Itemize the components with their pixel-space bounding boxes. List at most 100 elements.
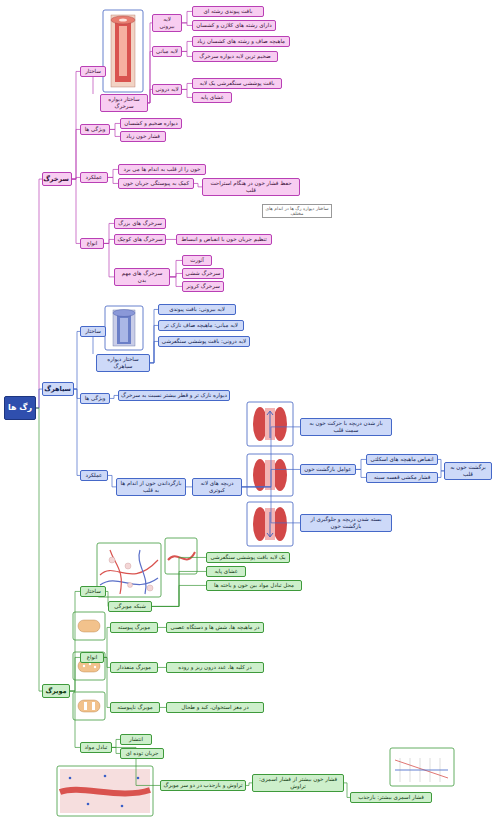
topic-box: در کلیه ها، غدد درون ریز و روده [166,662,264,673]
topic-box: ساختار [80,66,106,77]
node-text: تنظیم جریان خون با انقباض و انبساط [179,236,269,243]
node-text: لایه درونی [155,86,179,93]
connector-line [110,123,120,129]
connector-line [36,179,42,408]
node-text: در ماهیچه ها، شش ها و دستگاه عصبی [169,624,261,631]
node-text: عوامل بازگشت خون [303,466,353,473]
connector-line [70,591,80,691]
topic-box: باز شدن دریچه با حرکت خون به سمت قلب [300,418,392,436]
topic-box: ساختار دیواره سرخرگ [100,94,148,112]
topic-box: لایه درونی: بافت پوششی سنگفرشی [158,336,250,347]
node-text: مویرگ پیوسته [113,624,155,631]
connector-line [170,277,182,287]
topic-box: بسته شدن دریچه و جلوگیری از بازگشت خون [300,514,392,532]
connector-line [182,23,192,26]
connector-line [152,557,206,606]
node-text: ساختار دیواره سرخرگ [103,96,145,110]
connector-line [93,337,94,354]
node-text: سرخرگ های مهم بدن [117,270,167,284]
node-text: بازگرداندن خون از اندام ها به قلب [119,480,183,494]
node-text: ویژگی ها [83,126,107,133]
topic-box: بازگرداندن خون از اندام ها به قلب [116,478,186,496]
node-text: ویژگی ها [83,395,107,402]
topic-box: لایه بیرونی [152,14,182,32]
topic-box: عملکرد [80,172,108,183]
topic-box: لایه درونی [152,84,182,95]
topic-box: دیواره نازک تر و قطر بیشتر نسبت به سرخرگ [118,390,230,401]
connector-line [70,691,80,747]
topic-box: لایه میانی: ماهیچه صاف نازک تر [158,320,244,331]
topic-box: برگشت خون به قلب [444,462,492,480]
connector-line [108,475,116,486]
node-text: فشار مکشی قفسه سینه [369,474,435,481]
connector-line [242,469,300,486]
topic-box: لایه بیرونی: بافت پیوندی [158,304,236,315]
connector-line [72,129,80,179]
topic-box: مویرگ ناپیوسته [110,702,160,713]
node-text: رگ ها [7,403,33,413]
connector-line [36,408,42,691]
topic-box: سرخرگ های مهم بدن [114,268,170,286]
connector-line [158,627,166,628]
node-text: لایه میانی [155,48,179,55]
node-text: ساختار [83,588,103,595]
topic-box: ساختار [80,326,106,337]
topic-box: مویرگ [42,684,70,698]
connector-line [72,179,80,243]
topic-box: بافت پیوندی رشته ای [192,6,264,17]
node-text: شبکه مویرگی [111,603,149,610]
node-text: ضخیم ترین لایه دیواره سرخرگ [195,53,275,60]
topic-box: دارای رشته های کلاژن و کشسان [192,20,276,31]
node-text: در مغز استخوان، کبد و طحال [169,704,261,711]
connector-line [104,239,114,243]
topic-box: ضخیم ترین لایه دیواره سرخرگ [192,51,278,62]
topic-box: فشار مکشی قفسه سینه [366,472,438,483]
topic-box: ساختار [80,586,106,597]
topic-box: عوامل بازگشت خون [300,464,356,475]
connector-line [182,89,192,97]
topic-box: مویرگ منفذدار [110,662,158,673]
connector-line [110,395,118,398]
connector-line [150,325,158,362]
node-text: دیواره ضخیم و کشسان [123,120,179,127]
topic-box: کمک به پیوستگی جریان خون [118,178,194,189]
node-text: جریان توده ای [123,750,161,757]
connector-line [158,667,166,668]
topic-box: دریچه های لانه کبوتری [192,478,242,496]
connector-line [70,657,80,691]
node-text: تبادل مواد [83,744,109,751]
topic-box: دیواره ضخیم و کشسان [120,118,182,129]
connector-line [74,331,80,389]
topic-box: محل تبادل مواد بین خون و یاخته ها [206,580,302,591]
node-text: سرخرگ های کوچک [117,236,163,243]
topic-box: آئورت [182,255,212,266]
node-text: ساختار [83,68,103,75]
topic-box: عملکرد [80,470,108,481]
topic-box: انواع [80,238,104,249]
node-text: سرخرگ کرونر [185,283,221,290]
node-text: لایه بیرونی [155,16,179,30]
connector-line [108,169,118,177]
connector-line [182,41,192,51]
connector-line [72,177,80,179]
root-node: رگ ها [4,396,36,420]
connector-line [112,747,120,753]
topic-box: یک لایه بافت پوششی سنگفرشی [206,552,290,563]
node-text: دارای رشته های کلاژن و کشسان [195,22,273,29]
node-text: فشار خون زیاد [123,133,163,140]
node-text: آئورت [185,257,209,264]
node-text: خون را از قلب به اندام ها می برد [121,166,203,173]
node-text: غشای پایه [195,94,229,101]
topic-box: فشار خون زیاد [120,131,166,142]
connector-line [72,71,80,179]
topic-box: سیاهرگ [42,382,74,396]
connector-line [150,341,158,362]
node-text: انتشار [123,736,149,743]
connector-line [242,427,300,487]
connector-line [242,487,300,523]
connector-line [166,239,176,240]
node-text: لایه میانی: ماهیچه صاف نازک تر [161,322,241,329]
node-text: لایه بیرونی: بافت پیوندی [161,306,233,313]
node-text: لایه درونی: بافت پوششی سنگفرشی [161,338,247,345]
